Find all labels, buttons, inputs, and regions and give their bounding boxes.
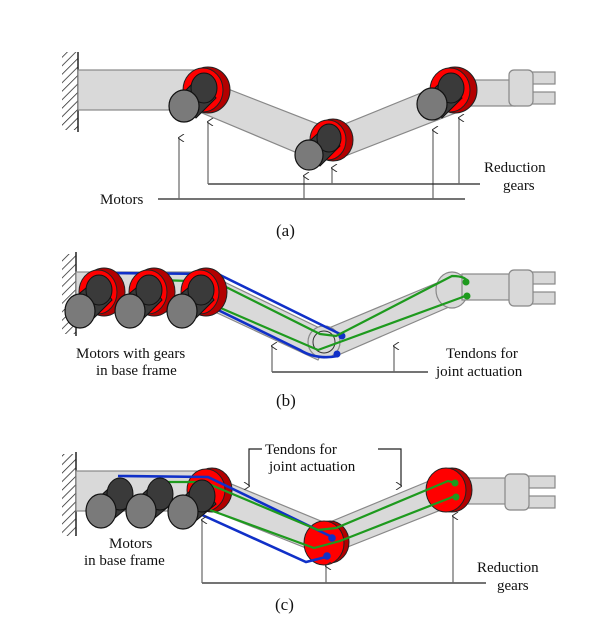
tendons-pointers — [249, 448, 401, 486]
gears-label-line1: Reduction — [484, 160, 546, 176]
link-3 — [465, 477, 511, 505]
tendons-green — [159, 274, 471, 352]
tendons-blue — [117, 474, 336, 564]
caption-b: (b) — [276, 391, 296, 410]
panel-b: Motors with gears in base frame Tendons … — [62, 252, 556, 410]
motor-gear-base-3 — [166, 267, 228, 329]
motors-label-line2: in base frame — [84, 553, 165, 569]
panel-a: Motors Reduction gears (a) — [62, 52, 556, 240]
joint-pulley-1-inner — [312, 330, 336, 354]
tendons-label-line1: Tendons for — [265, 442, 337, 458]
tendons-label-line2: joint actuation — [435, 364, 523, 380]
motor-gear-joint-3 — [416, 66, 478, 121]
gripper — [508, 69, 556, 107]
tendons-label-line2: joint actuation — [268, 459, 356, 475]
motor-base-2 — [125, 477, 175, 529]
wall-base — [62, 452, 77, 536]
gears-label-line2: gears — [497, 578, 529, 594]
gears-label-line1: Reduction — [477, 560, 539, 576]
motors-label-line2: in base frame — [96, 363, 177, 379]
caption-c: (c) — [275, 595, 294, 614]
gripper — [508, 269, 556, 307]
tendons-pointers — [272, 346, 428, 373]
motors-label: Motors — [100, 192, 144, 208]
wall-base — [62, 52, 79, 132]
motor-gear-joint-2 — [294, 118, 354, 171]
motor-gear-joint-1 — [168, 66, 231, 123]
motor-gear-base-2 — [114, 267, 176, 329]
panel-c: Tendons for joint actuation Motors in ba… — [62, 442, 556, 614]
motor-base-3 — [167, 479, 217, 530]
gear-joint-3 — [425, 467, 473, 513]
tendons-label-line1: Tendons for — [446, 346, 518, 362]
gears-pointers — [208, 118, 480, 185]
motor-gear-base-1 — [64, 267, 126, 329]
gripper — [504, 473, 556, 511]
motors-pointers — [158, 130, 465, 200]
gears-label-line2: gears — [503, 178, 535, 194]
motors-label-line1: Motors with gears — [76, 346, 185, 362]
motors-label-line1: Motors — [109, 536, 153, 552]
motor-base-1 — [85, 477, 135, 529]
gears-pointers — [202, 516, 486, 584]
caption-a: (a) — [276, 221, 295, 240]
